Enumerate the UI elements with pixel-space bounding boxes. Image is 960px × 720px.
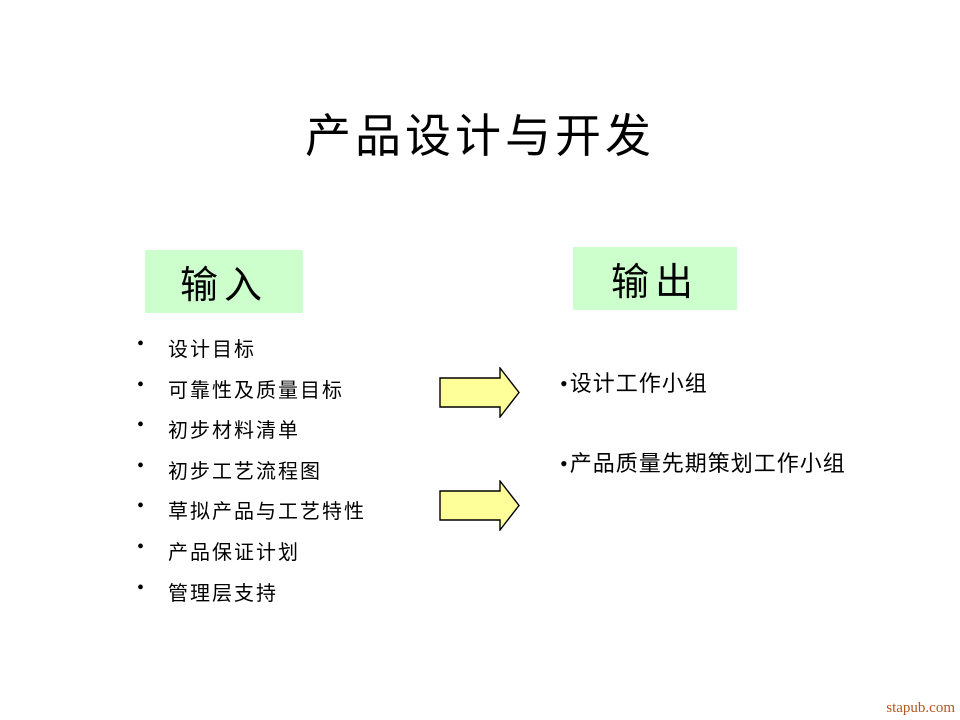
output-item-label: 产品质量先期策划工作小组 xyxy=(569,451,846,476)
slide-title: 产品设计与开发 xyxy=(305,111,655,162)
bullet-icon: • xyxy=(560,451,569,476)
right-arrow-icon xyxy=(439,367,520,418)
list-item: • 设计目标 xyxy=(137,333,457,374)
input-header-box: 输入 xyxy=(145,250,303,313)
list-item: •产品质量先期策划工作小组 xyxy=(560,446,846,478)
bullet-icon: • xyxy=(137,373,145,396)
input-header-label: 输入 xyxy=(179,265,268,307)
output-header-box: 输出 xyxy=(573,247,737,310)
list-item: • 草拟产品与工艺特性 xyxy=(137,495,457,536)
right-arrow-icon xyxy=(439,480,520,531)
bullet-icon: • xyxy=(137,535,145,558)
bullet-icon: • xyxy=(137,576,145,599)
bullet-icon: • xyxy=(137,454,145,477)
input-item-label: 管理层支持 xyxy=(168,582,278,605)
list-item: • 可靠性及质量目标 xyxy=(137,374,457,415)
bullet-icon: • xyxy=(560,371,569,396)
input-item-label: 产品保证计划 xyxy=(168,541,300,564)
list-item: • 管理层支持 xyxy=(137,577,457,618)
input-list: • 设计目标 • 可靠性及质量目标 • 初步材料清单 • 初步工艺流程图 • 草… xyxy=(137,333,457,617)
input-item-label: 初步工艺流程图 xyxy=(168,460,322,483)
output-header-label: 输出 xyxy=(610,262,699,304)
input-item-label: 设计目标 xyxy=(168,339,256,361)
input-item-label: 草拟产品与工艺特性 xyxy=(168,501,366,524)
input-item-label: 初步材料清单 xyxy=(168,420,300,443)
list-item: • 初步材料清单 xyxy=(137,414,457,455)
bullet-icon: • xyxy=(137,495,145,518)
output-item-label: 设计工作小组 xyxy=(569,371,708,396)
bullet-icon: • xyxy=(137,333,145,355)
list-item: • 产品保证计划 xyxy=(137,536,457,577)
input-item-label: 可靠性及质量目标 xyxy=(168,379,344,402)
list-item: •设计工作小组 xyxy=(560,366,708,398)
watermark: stapub.com xyxy=(886,700,955,716)
list-item: • 初步工艺流程图 xyxy=(137,455,457,496)
bullet-icon: • xyxy=(137,414,145,437)
